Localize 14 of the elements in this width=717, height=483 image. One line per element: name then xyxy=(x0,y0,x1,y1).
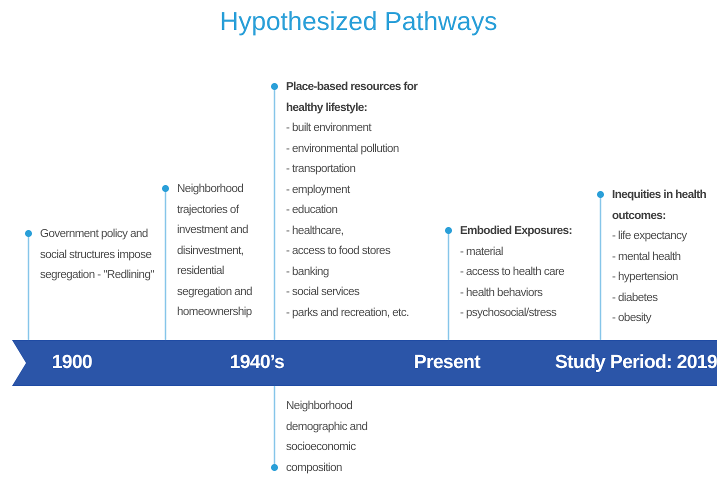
event-text: Government policy and social structures impose segregation - "Redlining" xyxy=(40,227,154,283)
title: Hypothesized Pathways xyxy=(218,6,498,37)
bullet-list: - built environment - environmental pollution - transportation - employment - education - healthcare, - access to food stores - banking - social services - parks and recreation, etc. xyxy=(286,118,440,323)
period-label: Present xyxy=(414,351,480,375)
bullet-list: - life expectancy - mental health - hypertension - diabetes - obesity xyxy=(612,226,716,328)
event-heading: Place-based resources for healthy lifestyle: xyxy=(286,80,419,116)
period-label: 1900 xyxy=(52,351,92,375)
bullet-list: - material - access to health care - health behaviors - psychosocial/stress xyxy=(460,242,592,324)
event-text: Neighborhood demographic and socioeconomic composition xyxy=(286,399,368,476)
period-label: Study Period: 2019 xyxy=(554,351,717,375)
event-text: Neighborhood trajectories of investment and disinvestment, residential segregation and homeownership xyxy=(177,182,253,320)
event-heading: Inequities in health outcomes: xyxy=(612,188,708,224)
event-heading: Embodied Exposures: xyxy=(460,224,573,239)
period-label: 1940’s xyxy=(230,351,284,375)
